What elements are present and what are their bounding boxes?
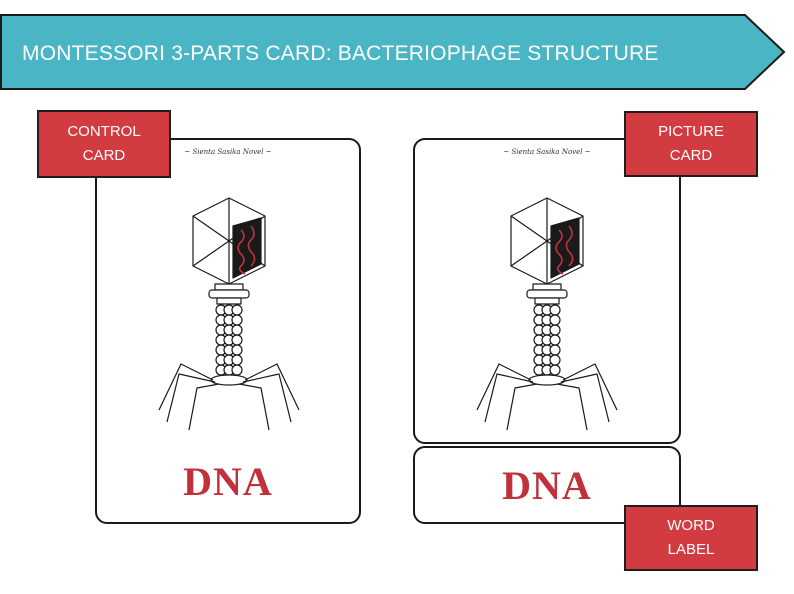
card-credit: ~ Sienta Sasika Novel ~ — [184, 148, 272, 156]
word-label-tag: WORD LABEL — [624, 505, 758, 571]
title-banner — [0, 14, 786, 90]
tag-line: WORD — [667, 517, 715, 534]
tag-line: PICTURE — [658, 123, 724, 140]
control-card-tag: CONTROL CARD — [37, 110, 171, 178]
picture-card: ~ Sienta Sasika Novel ~ — [413, 138, 681, 444]
bacteriophage-icon — [158, 197, 300, 431]
tag-line: CARD — [82, 147, 126, 164]
control-card: ~ Sienta Sasika Novel ~ — [95, 138, 361, 524]
tag-line: CARD — [669, 147, 713, 164]
tag-line: CONTROL — [67, 123, 141, 140]
page-title: MONTESSORI 3-PARTS CARD: BACTERIOPHAGE S… — [22, 42, 659, 65]
tag-line: LABEL — [667, 541, 715, 558]
bacteriophage-icon — [476, 197, 618, 431]
picture-card-tag: PICTURE CARD — [624, 111, 758, 177]
card-word: DNA — [502, 463, 592, 508]
card-credit: ~ Sienta Sasika Novel ~ — [503, 148, 591, 156]
card-word: DNA — [183, 459, 273, 504]
